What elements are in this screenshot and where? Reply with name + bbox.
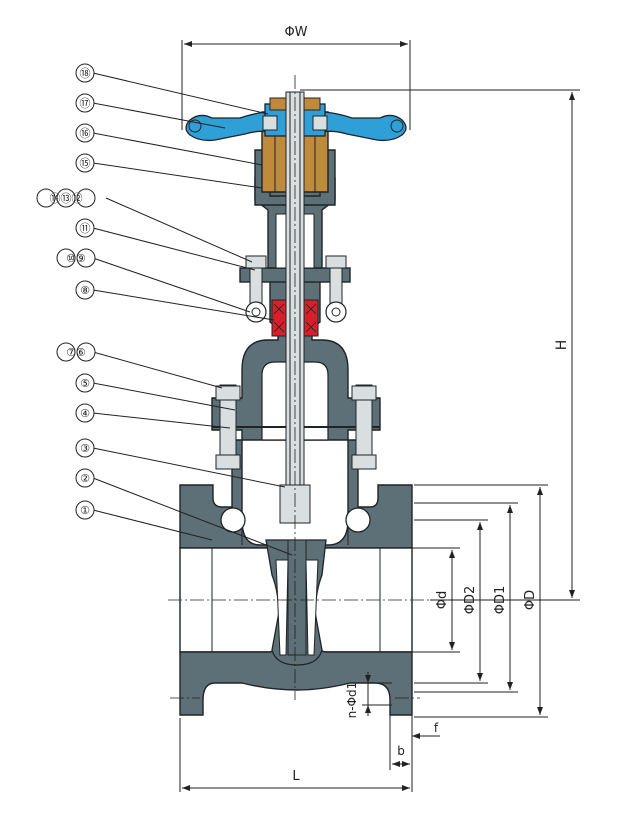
callout-18: ⑱ — [75, 63, 95, 83]
callout-4: ④ — [75, 403, 95, 423]
callout-17: ⑰ — [75, 93, 95, 113]
eyebolts — [245, 255, 347, 323]
dimension-lines — [179, 40, 580, 792]
callout-15: ⑮ — [75, 153, 95, 173]
callout-8: ⑧ — [75, 280, 95, 300]
dim-h-label: H — [554, 340, 570, 351]
callout-2: ② — [75, 468, 95, 488]
svg-text:⑰: ⑰ — [80, 97, 91, 110]
packing — [271, 299, 319, 337]
svg-text:⑯: ⑯ — [80, 127, 91, 140]
callout-7-6: ⑦⑥ — [56, 342, 96, 362]
svg-text:⑧: ⑧ — [80, 284, 90, 297]
callout-16: ⑯ — [75, 123, 95, 143]
dim-d-label: Φd — [435, 591, 450, 609]
svg-text:①: ① — [80, 504, 90, 517]
dim-l-label: L — [292, 769, 300, 784]
callout-14-13-12: ⑭⑬⑫ — [36, 188, 96, 208]
svg-text:③: ③ — [80, 442, 90, 455]
dim-outer-d-label: ΦD — [523, 590, 538, 610]
dim-d1-bolt-label: n-Φd1 — [345, 682, 359, 719]
svg-text:⑭⑬⑫: ⑭⑬⑫ — [50, 192, 83, 205]
svg-text:②: ② — [80, 472, 90, 485]
svg-text:⑮: ⑮ — [80, 157, 91, 170]
bonnet-bolts — [215, 384, 377, 470]
dimension-labels: ΦW H Φd ΦD2 ΦD1 ΦD n-Φd1 f b L — [284, 25, 570, 784]
svg-text:⑪: ⑪ — [80, 222, 91, 235]
callout-11: ⑪ — [75, 218, 95, 238]
dim-w-label: ΦW — [284, 25, 307, 40]
callout-1: ① — [75, 500, 95, 520]
svg-text:⑩⑨: ⑩⑨ — [66, 252, 86, 265]
svg-text:⑦⑥: ⑦⑥ — [66, 346, 86, 359]
callout-10-9: ⑩⑨ — [56, 248, 96, 268]
dim-b-label: b — [397, 744, 405, 758]
dim-d1-label: ΦD1 — [493, 586, 508, 615]
svg-text:⑱: ⑱ — [80, 67, 91, 80]
dim-f-label: f — [434, 721, 439, 735]
dim-d2-label: ΦD2 — [463, 586, 478, 615]
stem — [285, 91, 305, 488]
centerlines — [168, 75, 430, 700]
callout-3: ③ — [75, 438, 95, 458]
wedge — [265, 484, 327, 666]
svg-text:⑤: ⑤ — [80, 377, 90, 390]
callout-5: ⑤ — [75, 373, 95, 393]
svg-text:④: ④ — [80, 407, 90, 420]
callouts — [92, 72, 293, 556]
